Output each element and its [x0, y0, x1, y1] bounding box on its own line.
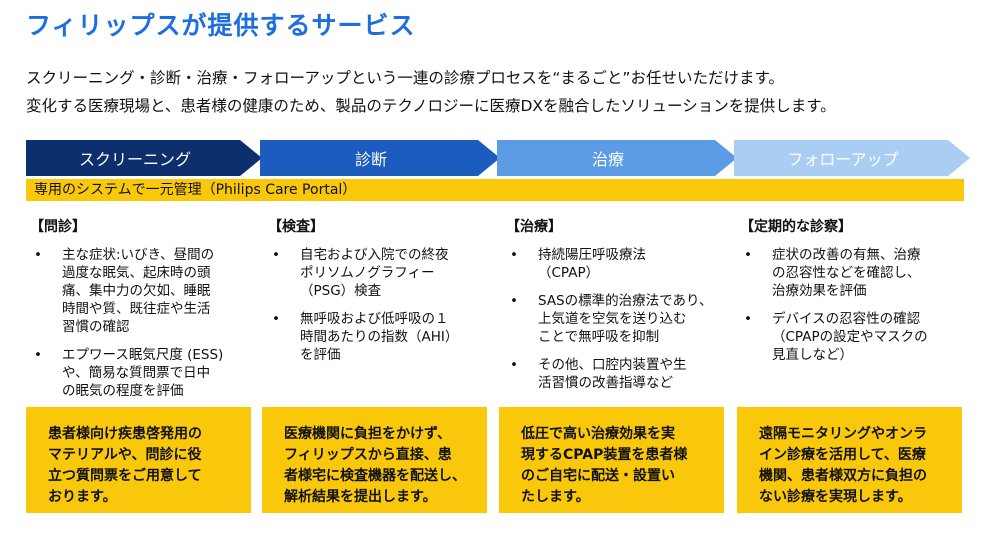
bullet-line: 活習慣の改善指導など — [538, 375, 673, 391]
summary-box-treatment: 低圧で高い治療効果を実 現するCPAP装置を患者様 のご自宅に配送・設置い たし… — [499, 407, 724, 513]
column-title: 【定期的な診察】 — [740, 219, 852, 235]
bullet-line: 治療効果を評価 — [772, 283, 867, 299]
column-regular-checkup: 【定期的な診察】 • 症状の改善の有無、治療 の忍容性などを確認し、 治療効果を… — [740, 216, 970, 374]
bullet-line: を評価 — [300, 347, 341, 363]
bullet-line: の忍容性などを確認し、 — [772, 265, 921, 281]
summary-line: ない診療を実現します。 — [759, 489, 912, 505]
bullet-line: 時間あたりの指数（AHI） — [300, 329, 459, 345]
column-interview: 【問診】 • 主な症状:いびき、昼間の 過度な眠気、起床時の頭 痛、集中力の欠如… — [30, 216, 260, 410]
summary-box-screening: 患者様向け疾患啓発用の マテリアルや、問診に役 立つ質問票をご用意して おります… — [26, 407, 251, 513]
bullet-line: 持続陽圧呼吸療法 — [538, 247, 646, 263]
bullet-line: 主な症状:いびき、昼間の — [62, 247, 215, 263]
step-screening: スクリーニング — [26, 140, 262, 176]
summary-line: 低圧で高い治療効果を実 — [521, 426, 675, 442]
summary-line: のご自宅に配送・設置い — [521, 468, 675, 484]
summary-line: 立つ質問票をご用意して — [48, 468, 202, 484]
summary-line: 機関、患者様双方に負担の — [759, 468, 927, 484]
step-diagnosis: 診断 — [260, 140, 500, 176]
bullet-line: 見直しなど） — [772, 347, 853, 363]
bullet-item: • 症状の改善の有無、治療 の忍容性などを確認し、 治療効果を評価 — [740, 246, 970, 300]
bullet-dot: • — [272, 311, 280, 327]
step-label: フォローアップ — [787, 150, 899, 169]
bullet-dot: • — [272, 247, 280, 263]
care-portal-banner: 専用のシステムで一元管理（Philips Care Portal） — [26, 179, 964, 201]
summary-box-follow-up: 遠隔モニタリングやオンラ イン診療を活用して、医療 機関、患者様双方に負担の な… — [737, 407, 962, 513]
step-follow-up: フォローアップ — [734, 140, 970, 176]
summary-line: マテリアルや、問診に役 — [48, 447, 202, 463]
bullet-line: 無呼吸および低呼吸の１ — [300, 311, 449, 327]
bullet-dot: • — [510, 357, 518, 373]
bullet-dot: • — [510, 247, 518, 263]
bullet-line: の眠気の程度を評価 — [62, 383, 184, 399]
summary-line: たします。 — [521, 489, 590, 505]
bullet-line: 症状の改善の有無、治療 — [772, 247, 921, 263]
bullet-line: エプワース眠気尺度 (ESS) — [62, 347, 224, 363]
bullet-dot: • — [34, 247, 42, 263]
bullet-line: 過度な眠気、起床時の頭 — [62, 265, 211, 281]
bullet-item: • SASの標準的治療法であり、 上気道を空気を送り込む ことで無呼吸を抑制 — [506, 292, 736, 346]
step-label: 診断 — [354, 150, 387, 169]
bullet-line: 痛、集中力の欠如、睡眠 — [62, 283, 211, 299]
bullet-line: SASの標準的治療法であり、 — [538, 293, 713, 309]
bullet-item: • エプワース眠気尺度 (ESS) や、簡易な質問票で日中 の眠気の程度を評価 — [30, 346, 260, 400]
intro-line-2: 変化する医療現場と、患者様の健康のため、製品のテクノロジーに医療DXを融合したソ… — [26, 97, 836, 115]
summary-line: 者様宅に検査機器を配送し、 — [284, 468, 466, 484]
summary-line: 解析結果を提出します。 — [284, 489, 437, 505]
summary-line: 遠隔モニタリングやオンラ — [759, 426, 927, 442]
summary-line: 現するCPAP装置を患者様 — [521, 447, 688, 463]
step-treatment: 治療 — [497, 140, 737, 176]
bullet-dot: • — [510, 293, 518, 309]
bullet-line: 時間や質、既往症や生活 — [62, 301, 211, 317]
bullet-line: ことで無呼吸を抑制 — [538, 329, 660, 345]
bullet-dot: • — [34, 347, 42, 363]
column-examination: 【検査】 • 自宅および入院での終夜 ポリソムノグラフィー （PSG）検査 • … — [268, 216, 498, 374]
summary-line: イン診療を活用して、医療 — [759, 447, 926, 463]
summary-box-diagnosis: 医療機関に負担をかけず、 フィリップスから直接、患 者様宅に検査機器を配送し、 … — [262, 407, 487, 513]
step-label: スクリーニング — [78, 150, 191, 169]
bullet-item: • 持続陽圧呼吸療法 （CPAP） — [506, 246, 736, 282]
bullet-line: や、簡易な質問票で日中 — [62, 365, 211, 381]
bullet-item: • その他、口腔内装置や生 活習慣の改善指導など — [506, 356, 736, 392]
column-title: 【治療】 — [506, 219, 562, 235]
bullet-item: • 自宅および入院での終夜 ポリソムノグラフィー （PSG）検査 — [268, 246, 498, 300]
summary-line: フィリップスから直接、患 — [284, 447, 452, 463]
bullet-dot: • — [744, 247, 752, 263]
column-title: 【問診】 — [30, 219, 86, 235]
summary-line: おります。 — [48, 489, 117, 505]
bullet-item: • 無呼吸および低呼吸の１ 時間あたりの指数（AHI） を評価 — [268, 310, 498, 364]
bullet-item: • デバイスの忍容性の確認 （CPAPの設定やマスクの 見直しなど） — [740, 310, 970, 364]
column-title: 【検査】 — [268, 219, 324, 235]
column-treatment: 【治療】 • 持続陽圧呼吸療法 （CPAP） • SASの標準的治療法であり、 … — [506, 216, 736, 402]
bullet-line: その他、口腔内装置や生 — [538, 357, 687, 373]
step-label: 治療 — [591, 150, 624, 169]
bullet-line: 自宅および入院での終夜 — [300, 247, 449, 263]
page-title: フィリップスが提供するサービス — [26, 11, 416, 40]
bullet-line: ポリソムノグラフィー — [300, 265, 435, 281]
bullet-line: （CPAP） — [538, 265, 600, 281]
bullet-line: （PSG）検査 — [300, 283, 382, 299]
bullet-item: • 主な症状:いびき、昼間の 過度な眠気、起床時の頭 痛、集中力の欠如、睡眠 時… — [30, 246, 260, 336]
intro-line-1: スクリーニング・診断・治療・フォローアップという一連の診療プロセスを“まるごと”… — [26, 69, 784, 87]
bullet-line: 習慣の確認 — [62, 319, 130, 335]
summary-line: 医療機関に負担をかけず、 — [284, 426, 452, 442]
bullet-line: 上気道を空気を送り込む — [538, 311, 687, 327]
bullet-line: （CPAPの設定やマスクの — [772, 329, 928, 345]
bullet-line: デバイスの忍容性の確認 — [772, 311, 921, 327]
bullet-dot: • — [744, 311, 752, 327]
summary-line: 患者様向け疾患啓発用の — [48, 426, 202, 442]
